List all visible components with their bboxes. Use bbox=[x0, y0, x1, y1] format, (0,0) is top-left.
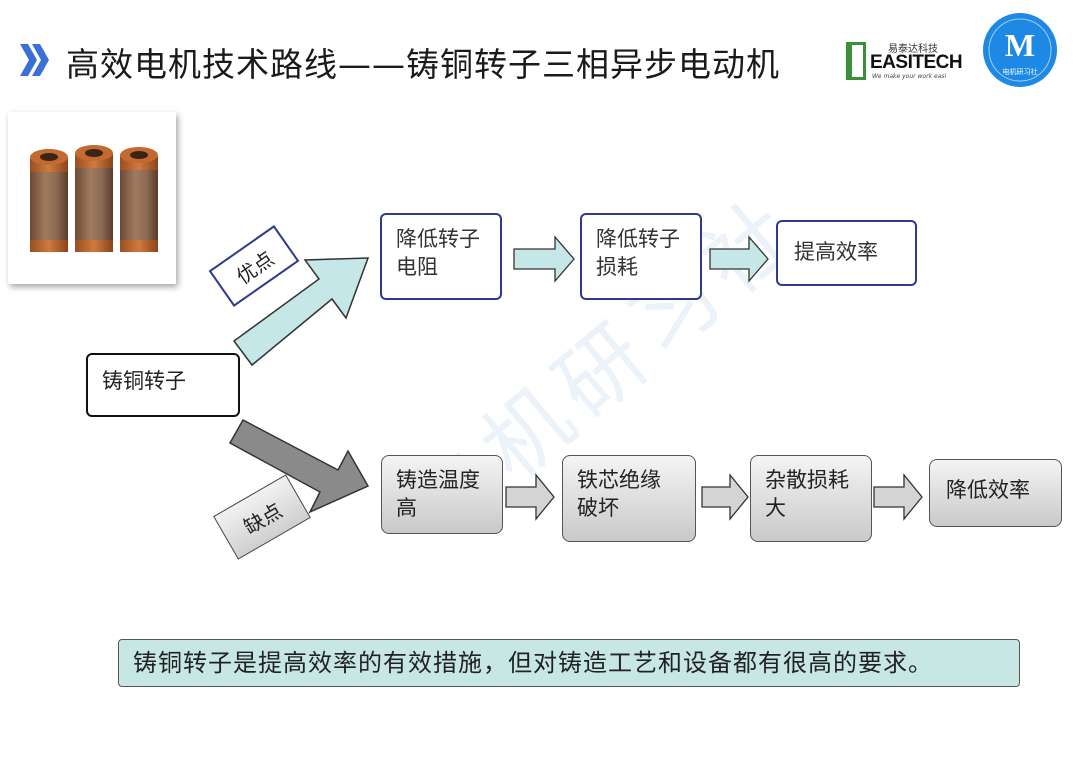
dis-node-1: 铸造温度高 bbox=[381, 455, 503, 534]
root-node: 铸铜转子 bbox=[86, 353, 240, 417]
advantage-arrow-icon bbox=[232, 257, 370, 367]
chain-arrow-icon bbox=[701, 473, 749, 521]
logo-letter: M bbox=[1005, 27, 1035, 63]
adv-node-3: 提高效率 bbox=[776, 220, 917, 286]
page-title: 高效电机技术路线——铸铜转子三相异步电动机 bbox=[66, 45, 780, 84]
adv-node-1: 降低转子电阻 bbox=[380, 213, 502, 300]
easitech-logo: 易泰达科技 EASITECH We make your work easi bbox=[846, 40, 964, 84]
copper-rotor-image bbox=[30, 145, 158, 252]
dis-node-4: 降低效率 bbox=[929, 459, 1062, 527]
easitech-cn-name: 易泰达科技 bbox=[888, 44, 938, 55]
chain-arrow-icon bbox=[505, 473, 555, 521]
easitech-mark-icon bbox=[846, 42, 866, 80]
motor-society-logo: M 电机研习社 bbox=[983, 13, 1057, 87]
summary-box: 铸铜转子是提高效率的有效措施，但对铸造工艺和设备都有很高的要求。 bbox=[118, 639, 1020, 687]
easitech-wordmark: EASITECH bbox=[870, 52, 963, 73]
easitech-slogan: We make your work easi bbox=[872, 73, 947, 80]
adv-node-2: 降低转子损耗 bbox=[580, 213, 702, 300]
logo-caption: 电机研习社 bbox=[1003, 67, 1038, 76]
dis-node-3: 杂散损耗大 bbox=[750, 455, 872, 542]
copper-rotor-photo bbox=[8, 112, 176, 284]
chain-arrow-icon bbox=[513, 235, 575, 283]
dis-node-2: 铁芯绝缘破坏 bbox=[562, 455, 696, 542]
disadvantage-arrow-icon bbox=[228, 418, 370, 514]
chain-arrow-icon bbox=[873, 473, 923, 521]
chain-arrow-icon bbox=[709, 235, 769, 283]
double-chevron-icon bbox=[20, 44, 49, 76]
